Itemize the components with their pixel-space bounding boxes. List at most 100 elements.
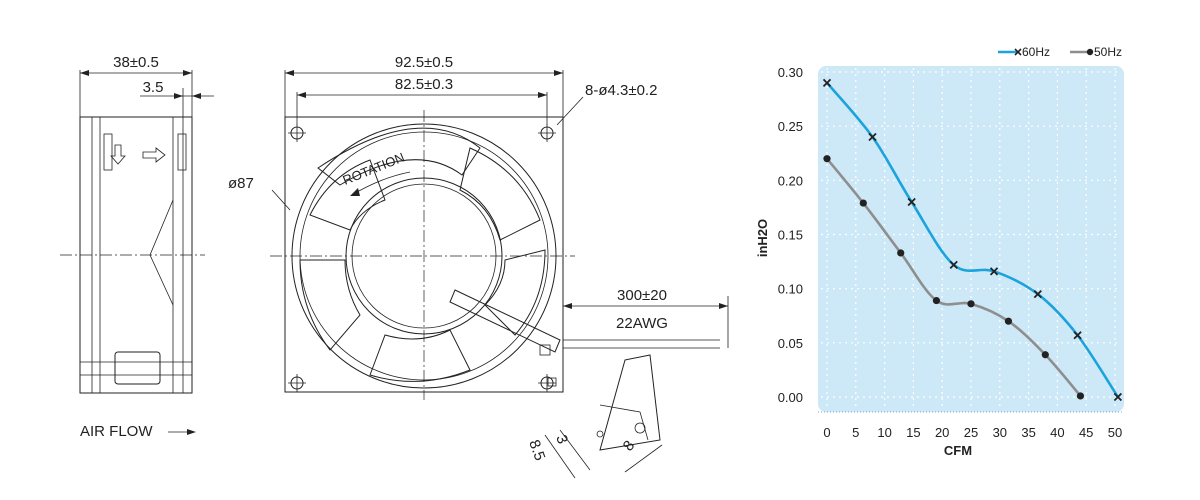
data-point-x (868, 132, 877, 142)
y-axis-ticks: 0.00 0.05 0.10 0.15 0.20 0.25 0.30 (778, 65, 803, 405)
side-hub-notch (149, 199, 174, 306)
x-tick-label: 50 (1108, 425, 1122, 440)
data-point-x (1113, 392, 1123, 402)
terminal-housing (599, 354, 661, 451)
side-width-dim-text: 38±0.5 (113, 54, 159, 71)
x-axis-ticks: 0 5 10 15 20 25 30 35 40 45 50 (823, 425, 1122, 440)
plot-area (818, 66, 1124, 412)
terminal-dim-c: 8 (620, 437, 639, 454)
legend-item-60Hz: 60Hz (998, 45, 1050, 59)
data-point-x (989, 267, 999, 276)
data-point-x (907, 197, 916, 207)
data-point-dot (967, 300, 975, 308)
outer-dim-text: 92.5±0.5 (395, 54, 453, 71)
arrow-head (563, 303, 572, 309)
x-tick-label: 20 (935, 425, 949, 440)
arrow-head (554, 70, 563, 76)
x-tick-label: 25 (964, 425, 978, 440)
arrow-head (183, 70, 192, 76)
terminal-pin (596, 430, 604, 438)
x-axis-label: CFM (944, 443, 972, 458)
data-point-dot (1076, 392, 1085, 400)
mounting-holes (288, 124, 556, 392)
terminal-dim-a: 3 (552, 433, 571, 447)
x-tick-label: 0 (823, 425, 830, 440)
grid (818, 68, 1124, 413)
terminal-edge (599, 404, 649, 441)
air-flow-arrow-icon (187, 429, 196, 435)
x-tick-label: 15 (906, 425, 920, 440)
data-point-x (822, 78, 832, 87)
y-tick-label: 0.20 (778, 173, 803, 188)
data-point-x (1073, 331, 1082, 340)
data-point-dot (897, 249, 905, 257)
x-tick-label: 45 (1079, 425, 1093, 440)
y-tick-label: 0.10 (778, 282, 803, 297)
pressure-flow-chart: 0.00 0.05 0.10 0.15 0.20 0.25 0.30 0 5 10 15 20 25 3… (755, 45, 1124, 458)
terminal-dim-line (559, 429, 591, 471)
diameter-leader (271, 189, 291, 211)
rotation-blade (317, 127, 481, 186)
y-tick-label: 0.05 (778, 336, 803, 351)
arrow-head (192, 93, 201, 99)
legend-marker-dot (1086, 48, 1094, 56)
arrow-head (285, 70, 294, 76)
terminal-screw (634, 422, 646, 434)
terminal-dim-line (544, 434, 576, 479)
y-tick-label: 0.00 (778, 390, 803, 405)
y-axis-label: inH2O (755, 219, 770, 257)
series-line (825, 157, 1082, 397)
legend-marker-x (1014, 48, 1022, 56)
side-label-plate (114, 351, 161, 385)
series-60Hz (822, 78, 1123, 402)
lead-wire: 300±20 22AWG (563, 287, 729, 349)
side-lip-dim-text: 3.5 (143, 79, 164, 96)
x-tick-label: 30 (993, 425, 1007, 440)
terminal-detail: 3 8.5 8 (525, 354, 663, 479)
x-tick-label: 35 (1021, 425, 1035, 440)
data-point-x (949, 260, 958, 269)
fan-blades (299, 147, 546, 382)
data-point-dot (932, 296, 941, 305)
side-slot (103, 133, 113, 171)
y-tick-label: 0.25 (778, 119, 803, 134)
data-point-x (1033, 289, 1042, 299)
terminal-box (539, 344, 551, 356)
wire-gauge-text: 22AWG (616, 315, 668, 332)
diameter-dim-text: ø87 (228, 175, 254, 192)
legend-label: 50Hz (1094, 45, 1122, 59)
chart-legend: 60Hz 50Hz (998, 45, 1122, 59)
data-point-dot (823, 155, 831, 163)
arrow-head (719, 303, 728, 309)
x-tick-label: 5 (852, 425, 859, 440)
terminal-dim-line (624, 444, 663, 473)
y-tick-label: 0.15 (778, 228, 803, 243)
terminal-box (547, 377, 557, 387)
side-slot (177, 133, 187, 171)
fan-side-view: 38±0.5 3.5 AIR FLOW (60, 54, 214, 440)
arrow-right-icon (142, 147, 166, 163)
data-point-dot (1004, 317, 1013, 325)
data-point-dot (859, 199, 867, 207)
arrow-head (80, 70, 89, 76)
air-flow-label: AIR FLOW (80, 423, 153, 440)
terminal-dim-b: 8.5 (525, 438, 548, 463)
legend-item-50Hz: 50Hz (1070, 45, 1122, 59)
rotation-arrow-icon (350, 188, 360, 196)
arrow-head (538, 92, 547, 98)
arrow-head (297, 92, 306, 98)
lead-channel (449, 289, 561, 353)
lead-length-dim-text: 300±20 (617, 287, 667, 304)
rotation-label: ROTATION (341, 149, 407, 187)
data-point-dot (1041, 351, 1049, 359)
arrow-down-icon (110, 144, 126, 165)
y-tick-label: 0.30 (778, 65, 803, 80)
holes-leader (556, 96, 584, 126)
hole-spacing-dim-text: 82.5±0.3 (395, 76, 453, 93)
arrow-head (174, 93, 183, 99)
series-50Hz (823, 155, 1085, 400)
x-tick-label: 40 (1050, 425, 1064, 440)
x-tick-label: 10 (877, 425, 891, 440)
legend-label: 60Hz (1022, 45, 1050, 59)
